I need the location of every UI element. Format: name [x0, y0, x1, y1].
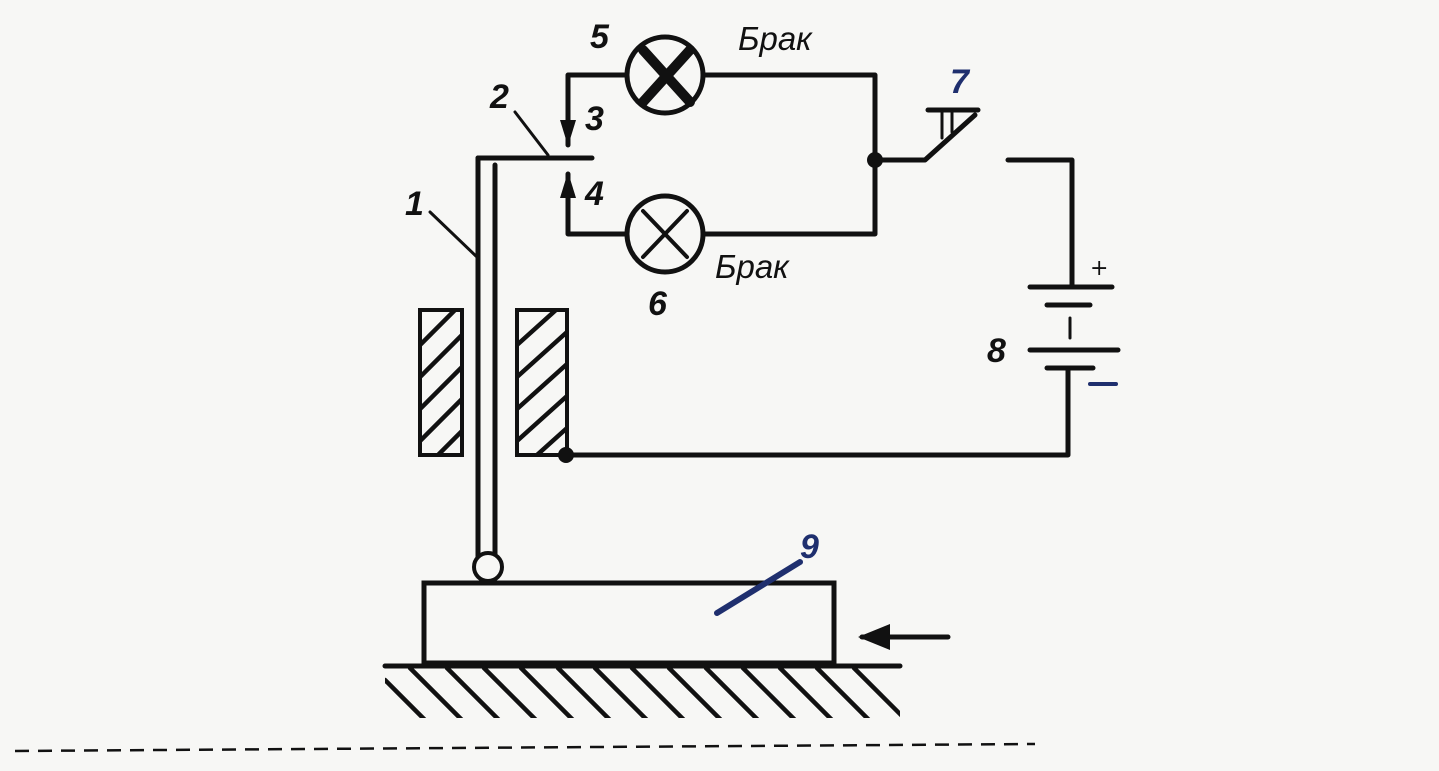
label-4: 4	[584, 175, 604, 213]
contact-lower	[560, 171, 631, 237]
measuring-rod	[472, 155, 595, 583]
guide-bushing-left	[418, 308, 464, 457]
workpiece	[421, 559, 837, 666]
contact-upper	[560, 72, 631, 148]
label-8: 8	[987, 332, 1006, 370]
label-6: 6	[648, 285, 668, 323]
feed-arrow	[858, 624, 951, 650]
switch	[872, 107, 981, 163]
guide-bushing-right	[515, 308, 569, 457]
junction-node-bottom	[558, 447, 574, 463]
lamp-bottom	[624, 193, 706, 275]
label-5: 5	[590, 18, 610, 56]
leader-line-1	[428, 210, 480, 260]
lamp-wiring	[700, 72, 883, 237]
lamp-top	[624, 34, 706, 116]
label-7: 7	[950, 63, 971, 101]
leader-line-2	[513, 110, 550, 157]
battery	[558, 157, 1121, 463]
contact-ball	[472, 551, 504, 583]
label-1: 1	[405, 185, 424, 223]
base-table	[382, 663, 903, 718]
label-3: 3	[585, 100, 604, 138]
label-2: 2	[489, 78, 509, 116]
label-9: 9	[800, 528, 819, 566]
label-brak-top: Брак	[738, 20, 813, 57]
label-brak-bottom: Брак	[715, 248, 790, 285]
plus-sign: +	[1090, 256, 1108, 281]
page-dashed-line	[14, 742, 1036, 753]
